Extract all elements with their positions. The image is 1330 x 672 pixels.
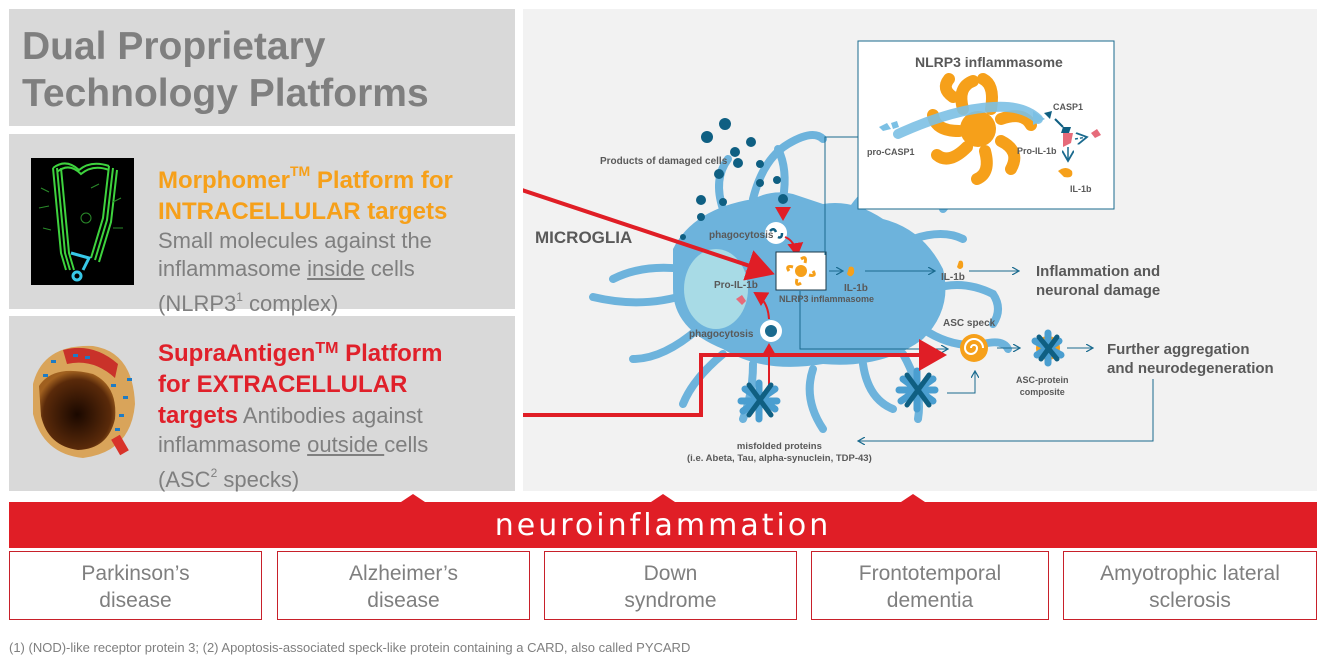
supraantigen-text: SupraAntigenTM Platform for EXTRACELLULA… <box>158 333 442 494</box>
misfolded-proteins-label: misfolded proteins (i.e. Abeta, Tau, alp… <box>687 441 872 464</box>
supraantigen-platform-panel: SupraAntigenTM Platform for EXTRACELLULA… <box>9 316 515 494</box>
morphomer-text: MorphomerTM Platform for INTRACELLULAR t… <box>158 156 453 318</box>
microglia-label: MICROGLIA <box>535 228 633 247</box>
supraantigen-description: targets Antibodies against inflammasome … <box>158 402 429 492</box>
il1b-small-label: IL-1b <box>844 283 868 294</box>
nlrp3-small-label: NLRP3 inflammasome <box>779 294 875 304</box>
morphomer-structure-image <box>31 158 134 285</box>
damaged-cell-products <box>680 118 788 240</box>
asc-speck-label: ASC speck <box>943 318 996 329</box>
neuroinflammation-banner: neuroinflammation <box>9 494 1317 548</box>
supraantigen-heading: SupraAntigenTM Platform for EXTRACELLULA… <box>158 340 443 398</box>
page-title: Dual Proprietary Technology Platforms <box>22 23 429 117</box>
inset-title: NLRP3 inflammasome <box>915 54 1063 70</box>
trademark-mark: TM <box>290 163 311 179</box>
products-label: Products of damaged cells <box>600 156 728 167</box>
morphomer-description: Small molecules against the inflammasome… <box>158 228 432 316</box>
morphomer-heading: MorphomerTM Platform for INTRACELLULAR t… <box>158 163 453 225</box>
diagram-artwork <box>523 40 1154 491</box>
phagocytosis-bottom-label: phagocytosis <box>689 329 754 340</box>
asc-protein-composite-glyph <box>1031 329 1065 367</box>
il1b-out-label: IL-1b <box>941 272 965 283</box>
microglia-diagram: MICROGLIA Products of damaged cells phag… <box>523 9 1317 491</box>
liposome-icon <box>33 345 135 458</box>
pro-il1b-label: Pro-IL-1b <box>714 280 758 291</box>
trademark-mark: TM <box>315 340 339 357</box>
misfolded-protein-glyph-bottom <box>737 379 781 423</box>
misfolded-protein-glyph-right <box>895 367 939 413</box>
phagocytosis-vesicle-top <box>765 222 787 244</box>
protein-ribbon-icon <box>31 158 134 285</box>
inflammation-outcome: Inflammation and neuronal damage <box>1036 263 1161 299</box>
footnote: (1) (NOD)-like receptor protein 3; (2) A… <box>9 640 691 655</box>
asc-composite-label: ASC-protein composite <box>1016 375 1069 397</box>
inset-il1b-label: IL-1b <box>1070 184 1092 194</box>
further-aggregation-outcome: Further aggregation and neurodegeneratio… <box>1107 341 1274 377</box>
casp1-label: CASP1 <box>1053 102 1084 112</box>
footnote-ref-2: 2 <box>210 466 218 480</box>
footnote-ref-1: 1 <box>236 290 243 304</box>
morphomer-platform-panel: MorphomerTM Platform for INTRACELLULAR t… <box>9 134 515 316</box>
banner-notch <box>651 494 675 502</box>
banner-label: neuroinflammation <box>494 508 832 543</box>
pro-casp1-label: pro-CASP1 <box>867 147 915 157</box>
nlrp3-complex-large <box>927 73 1037 185</box>
title-panel: Dual Proprietary Technology Platforms <box>9 9 515 126</box>
supraantigen-liposome-image <box>23 334 143 464</box>
title-line-2: Technology Platforms <box>22 72 429 115</box>
title-line-1: Dual Proprietary <box>22 25 326 68</box>
banner-notch <box>401 494 425 502</box>
phagocytosis-top-label: phagocytosis <box>709 230 774 241</box>
banner-notch <box>901 494 925 502</box>
inset-pro-il1b-label: Pro-IL-1b <box>1017 146 1057 156</box>
